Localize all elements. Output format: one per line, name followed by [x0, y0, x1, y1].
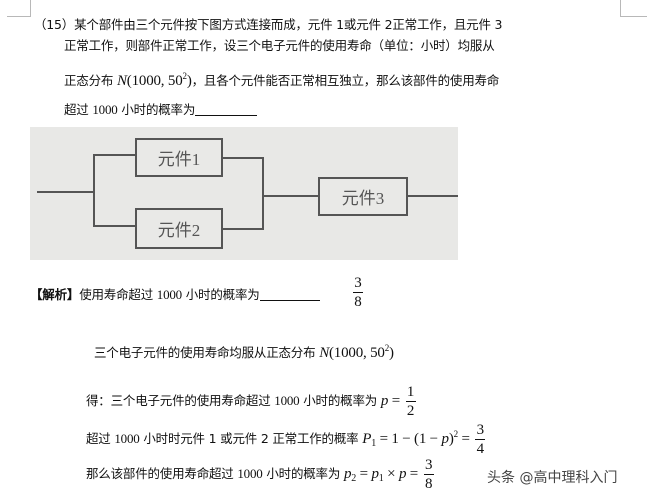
step-text: 超过 [86, 431, 115, 446]
wire-from-c2 [222, 228, 264, 230]
step-text: 小时时元件 1 或元件 2 正常工作的概率 [139, 431, 363, 446]
question-number: （15） [34, 17, 75, 32]
number-1000: 1000 [237, 466, 263, 481]
math-N: N [319, 345, 329, 361]
wire-to-c3 [262, 195, 318, 197]
math-N: N [116, 73, 127, 89]
number-1000: 1000 [156, 287, 182, 302]
solution-step-3: 超过 1000 小时时元件 1 或元件 2 正常工作的概率 P1 = 1 − (… [86, 416, 486, 462]
solution-label: 【解析】 [30, 287, 80, 302]
math-expr: ) [448, 431, 454, 447]
wire-right-branch [262, 157, 264, 230]
component-2-label: 元件2 [157, 221, 201, 240]
math-expr: = 1 − (1 − [376, 431, 442, 447]
question-text-1: 某个部件由三个元件按下图方式连接而成，元件 1或元件 2正常工作，且元件 3 [74, 17, 503, 32]
component-1-label: 元件1 [157, 150, 201, 169]
question-line-1: （15）某个部件由三个元件按下图方式连接而成，元件 1或元件 2正常工作，且元件… [34, 17, 502, 33]
step-text: 小时的概率为 [299, 393, 381, 408]
math-p: p [398, 466, 407, 482]
answer-blank [195, 115, 258, 116]
fraction-denominator: 4 [476, 441, 485, 457]
fraction-bar [423, 474, 434, 475]
wire-input [37, 191, 93, 193]
solution-step-4: 那么该部件的使用寿命超过 1000 小时的概率为 p2 = p1 × p = 3… [86, 456, 434, 497]
circuit-diagram: 元件1 元件2 元件3 [30, 127, 458, 260]
math-p2: p [343, 466, 352, 482]
math-close: ) [389, 345, 394, 361]
component-1-box: 元件1 [135, 138, 223, 177]
fraction-denominator: 8 [424, 476, 433, 492]
wire-from-c1 [222, 157, 264, 159]
math-sub: 1 [371, 438, 377, 449]
question-line-4: 超过 1000 小时的概率为 [64, 102, 258, 118]
fraction-numerator: 3 [424, 457, 433, 473]
math-exp: 2 [384, 343, 390, 353]
question-line-3: 正态分布 N(1000, 502)，且各个元件能否正常相互独立，那么该部件的使用… [64, 68, 499, 89]
component-3-box: 元件3 [318, 177, 408, 216]
wire-left-branch [93, 154, 95, 227]
page-corner-mark-left [7, 0, 31, 17]
step-text: 得：三个电子元件的使用寿命超过 [86, 393, 275, 408]
watermark: 头条 @高中理科入门 [487, 470, 618, 486]
math-eq: = [406, 466, 422, 482]
math-eq: = [388, 393, 404, 409]
question-text-4b: 小时的概率为 [117, 102, 196, 117]
wire-output [407, 195, 458, 197]
math-exp: 2 [453, 429, 459, 439]
math-eq: = [457, 431, 474, 447]
question-line-2: 正常工作，则部件正常工作，设三个电子元件的使用寿命（单位：小时）均服从 [64, 38, 495, 54]
math-P: P [362, 431, 372, 447]
fraction-numerator: 3 [476, 422, 485, 438]
math-sub: 1 [378, 473, 384, 484]
question-text-3b: ，且各个元件能否正常相互独立，那么该部件的使用寿命 [191, 73, 500, 88]
fraction-numerator: 1 [406, 384, 415, 400]
number-1000: 1000 [274, 393, 300, 408]
page-corner-mark-right [620, 0, 647, 17]
question-text-3a: 正态分布 [64, 73, 117, 88]
math-eq: = [356, 466, 372, 482]
fraction-denominator: 2 [406, 403, 415, 419]
solution-text: 使用寿命超过 [79, 287, 157, 302]
fraction-denominator: 8 [354, 294, 362, 310]
math-p: p [380, 393, 389, 409]
answer-blank [259, 300, 320, 301]
number-1000: 1000 [114, 431, 140, 446]
math-close: ) [186, 73, 192, 89]
math-p: p [441, 431, 450, 447]
component-3-label: 元件3 [341, 189, 385, 208]
fraction-numerator: 3 [354, 275, 362, 291]
step-text: 三个电子元件的使用寿命均服从正态分布 [94, 345, 320, 360]
fraction-bar [353, 292, 363, 293]
step-text: 那么该部件的使用寿命超过 [86, 466, 238, 481]
math-exp: 2 [182, 71, 188, 81]
solution-answer-line: 【解析】使用寿命超过 1000 小时的概率为 [30, 287, 320, 303]
step-text: 小时的概率为 [262, 466, 344, 481]
question-text-4a: 超过 [64, 102, 93, 117]
math-times: × [383, 466, 399, 482]
math-args: (1000, 50 [329, 345, 385, 361]
math-p1: p [371, 466, 379, 482]
solution-text: 小时的概率为 [181, 287, 260, 302]
wire-to-c1 [93, 154, 135, 156]
number-1000: 1000 [92, 102, 118, 117]
wire-to-c2 [93, 225, 135, 227]
math-sub: 2 [351, 473, 357, 484]
fraction-bar [405, 401, 416, 402]
solution-step-1: 三个电子元件的使用寿命均服从正态分布 N(1000, 502) [94, 340, 394, 361]
fraction-bar [475, 439, 486, 440]
question-text-2: 正常工作，则部件正常工作，设三个电子元件的使用寿命（单位：小时）均服从 [64, 38, 495, 53]
component-2-box: 元件2 [135, 208, 223, 249]
math-args: (1000, 50 [126, 73, 183, 89]
